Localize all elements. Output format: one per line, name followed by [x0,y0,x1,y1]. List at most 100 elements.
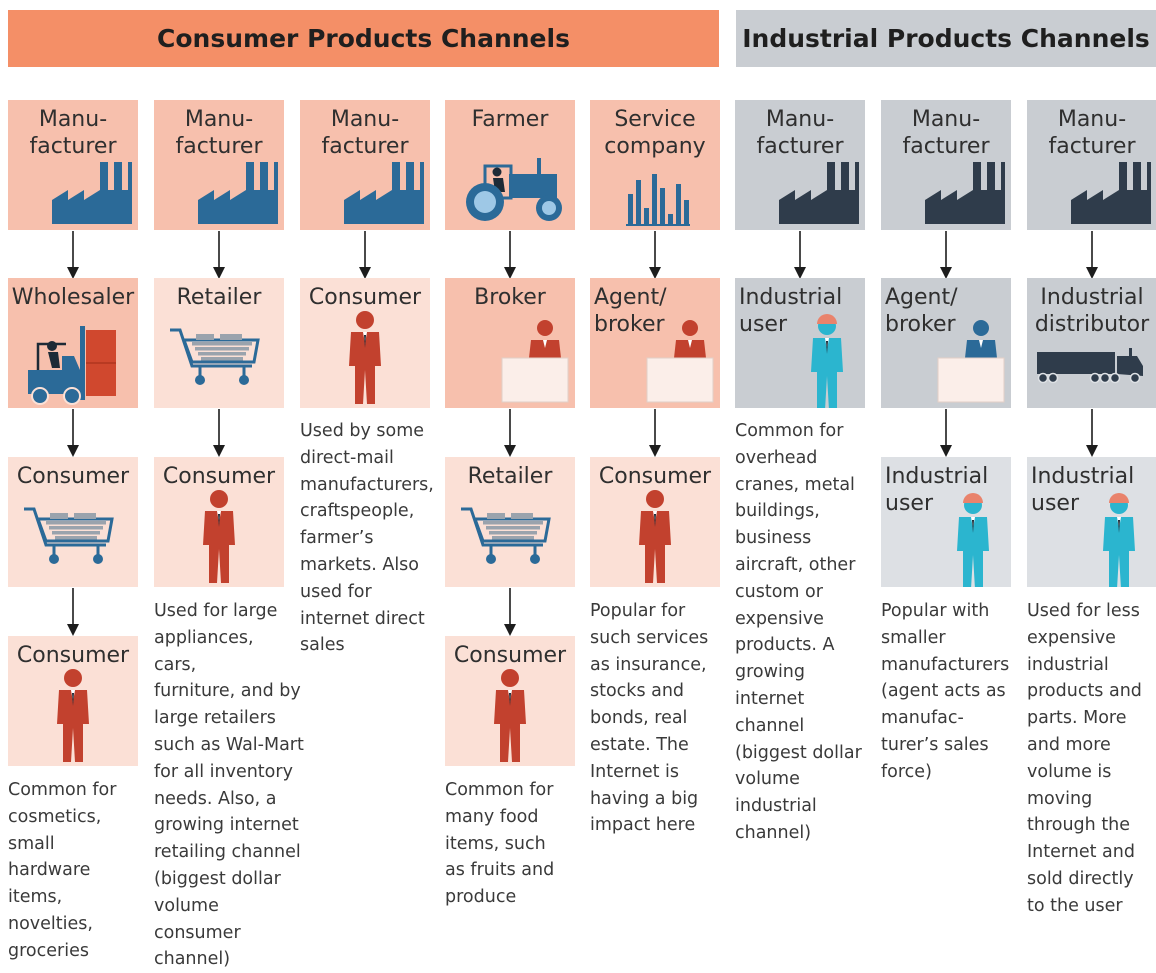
bar-graph-icon [626,168,690,230]
channel-4-description: Common for many food items, such as frui… [445,780,555,908]
step-label: Manu- facturer [902,107,990,159]
person-icon [349,311,381,404]
flow-arrow [940,231,952,279]
channel-1-step-2: Wholesaler [8,278,138,408]
flow-arrow [940,409,952,457]
channel-6-description: Common for overhead cranes, metal buildi… [735,421,862,843]
shopping-cart-icon [24,505,120,569]
industrial-products-header: Industrial Products Channels [736,10,1156,67]
flow-arrow [67,409,79,457]
step-label: Agent/ broker [885,285,958,337]
flow-arrow [67,231,79,279]
channel-5-step-1: Service company [590,100,720,230]
shopping-cart-icon [461,507,551,564]
step-label: Industrial distributor [1034,285,1150,337]
step-label: Manu- facturer [321,107,409,159]
down-arrow-icon [649,409,661,457]
step-label: Manu- facturer [29,107,117,159]
channel-2-step-2: Retailer [154,278,284,408]
truck-icon [1037,348,1143,384]
step-label: Consumer [308,285,422,310]
flow-arrow [1086,409,1098,457]
step-label: Consumer [162,464,276,489]
channel-7-step-1: Manu- facturer [881,100,1011,230]
flow-arrow [794,231,806,279]
step-label: Industrial user [1031,464,1135,516]
person-at-desk-icon [501,316,571,408]
channel-3-step-1: Manu- facturer [300,100,430,230]
worker-helmet-icon [807,314,847,408]
down-arrow-icon [359,231,371,279]
step-label: Consumer [16,643,130,668]
channel-5-description: Popular for such services as insurance, … [590,601,709,836]
channel-2-step-1: Manu- facturer [154,100,284,230]
person-at-desk-icon [501,320,569,403]
truck-icon [1037,348,1145,388]
channel-8-step-3: Industrial user [1027,457,1156,587]
shopping-cart-icon [170,326,266,390]
down-arrow-icon [67,588,79,636]
person-icon [490,666,530,766]
person-icon [635,487,675,587]
person-at-desk-icon [646,320,714,403]
worker-helmet-icon [953,493,993,587]
person-icon [53,666,93,766]
down-arrow-icon [940,409,952,457]
down-arrow-icon [67,409,79,457]
bar-graph-icon [626,174,690,226]
factory-icon [344,162,424,228]
step-label: Industrial user [885,464,989,516]
factory-icon [779,162,859,224]
step-label: Agent/ broker [594,285,667,337]
factory-icon [52,162,132,228]
step-label: Consumer [598,464,712,489]
down-arrow-icon [794,231,806,279]
flow-arrow [67,588,79,636]
channel-2-step-3: Consumer [154,457,284,587]
channel-5-step-3: Consumer [590,457,720,587]
factory-icon [925,162,1005,228]
step-label: Broker [474,285,546,310]
channel-6-step-1: Manu- facturer [735,100,865,230]
step-label: Farmer [471,107,549,132]
flow-arrow [504,409,516,457]
channel-3-description: Used by some direct-mail manufacturers, … [300,421,434,656]
shopping-cart-icon [461,505,557,569]
down-arrow-icon [649,231,661,279]
down-arrow-icon [213,409,225,457]
step-label: Manu- facturer [756,107,844,159]
person-icon [203,490,235,583]
channel-1-step-1: Manu- facturer [8,100,138,230]
down-arrow-icon [504,409,516,457]
flow-arrow [504,231,516,279]
step-label: Manu- facturer [175,107,263,159]
step-label: Wholesaler [11,285,135,310]
worker-helmet-icon [811,314,843,408]
worker-helmet-icon [1103,493,1135,587]
flow-arrow [649,409,661,457]
flow-arrow [213,409,225,457]
flow-arrow [504,588,516,636]
factory-icon [344,162,424,224]
channel-8-step-2: Industrial distributor [1027,278,1156,408]
worker-helmet-icon [957,493,989,587]
step-label: Consumer [16,464,130,489]
factory-icon [52,162,132,224]
channel-4-step-1: Farmer [445,100,575,230]
factory-icon [1071,162,1151,224]
down-arrow-icon [67,231,79,279]
channel-7-description: Popular with smaller manufacturers (agen… [881,601,1010,782]
channel-4-step-4: Consumer [445,636,575,766]
down-arrow-icon [213,231,225,279]
consumer-products-header: Consumer Products Channels [8,10,719,67]
step-label: Industrial user [739,285,843,337]
flow-arrow [213,231,225,279]
person-at-desk-icon [646,316,716,408]
channel-8-step-1: Manu- facturer [1027,100,1156,230]
channel-6-step-2: Industrial user [735,278,865,408]
channel-4-step-2: Broker [445,278,575,408]
tractor-icon [466,158,562,221]
step-label: Service company [604,107,706,159]
channel-7-step-2: Agent/ broker [881,278,1011,408]
channel-3-step-2: Consumer [300,278,430,408]
